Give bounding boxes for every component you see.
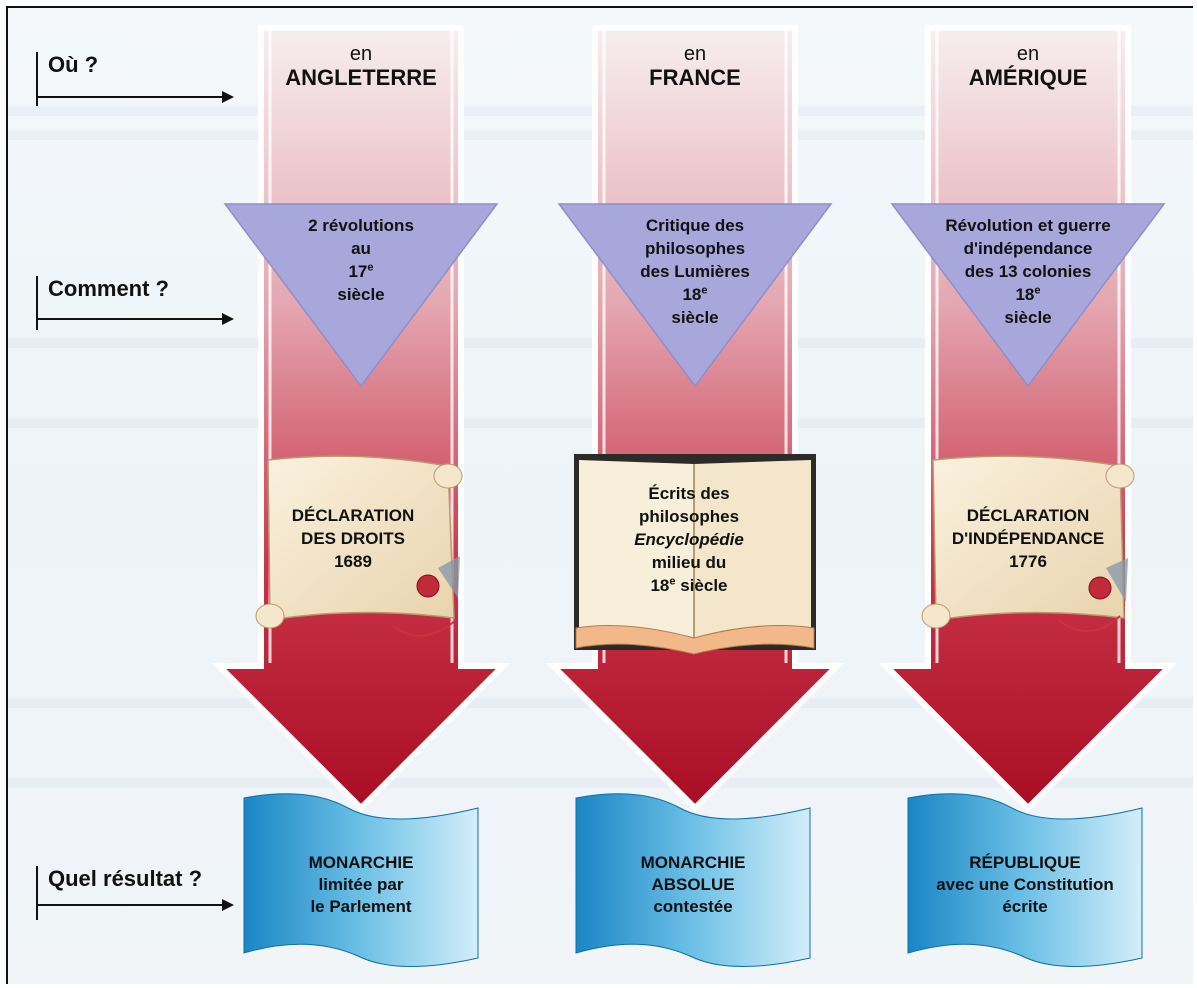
result-text-amerique: RÉPUBLIQUE avec une Constitution écrite <box>936 853 1114 916</box>
doc-text-amerique: DÉCLARATION D'INDÉPENDANCE 1776 <box>951 506 1105 571</box>
scroll-amerique <box>921 455 1135 633</box>
row-label-where: Où ? <box>36 52 98 106</box>
column-head-angleterre: en ANGLETERRE <box>285 43 437 90</box>
book-france <box>574 454 816 655</box>
result-text-angleterre: MONARCHIE limitée par le Parlement <box>308 853 414 916</box>
how-text-angleterre: 2 révolutions au 17e siècle <box>308 216 414 304</box>
how-text-amerique: Révolution et guerre d'indépendance des … <box>945 216 1111 327</box>
row-arrow-result <box>36 899 234 911</box>
background-stripe <box>8 778 1193 788</box>
triangle-angleterre <box>223 203 499 388</box>
doc-text-angleterre: DÉCLARATION DES DROITS 1689 <box>291 506 415 571</box>
flag-france <box>575 793 811 967</box>
doc-text-france: Écrits des philosophes Encyclopédie mili… <box>634 484 744 595</box>
how-text-france: Critique des philosophes des Lumières 18… <box>640 216 750 327</box>
row-arrow-where <box>36 91 234 103</box>
flag-amerique <box>907 793 1143 967</box>
flag-angleterre <box>243 793 479 967</box>
result-text-france: MONARCHIE ABSOLUE contestée <box>640 853 746 916</box>
diagram-graphics <box>211 25 1178 967</box>
scroll-angleterre <box>255 455 463 637</box>
arrow-france <box>545 25 845 813</box>
column-head-amerique: en AMÉRIQUE <box>968 43 1088 90</box>
diagram-frame: Où ? Comment ? Quel résultat ? en ANGLET… <box>6 6 1193 984</box>
triangle-amerique <box>890 203 1166 388</box>
arrow-amerique <box>878 25 1178 813</box>
row-arrow-how <box>36 313 234 325</box>
triangle-france <box>557 203 833 388</box>
row-label-result: Quel résultat ? <box>36 866 202 920</box>
column-head-france: en FRANCE <box>649 43 741 90</box>
arrow-angleterre <box>211 25 511 813</box>
row-label-how: Comment ? <box>36 276 169 330</box>
